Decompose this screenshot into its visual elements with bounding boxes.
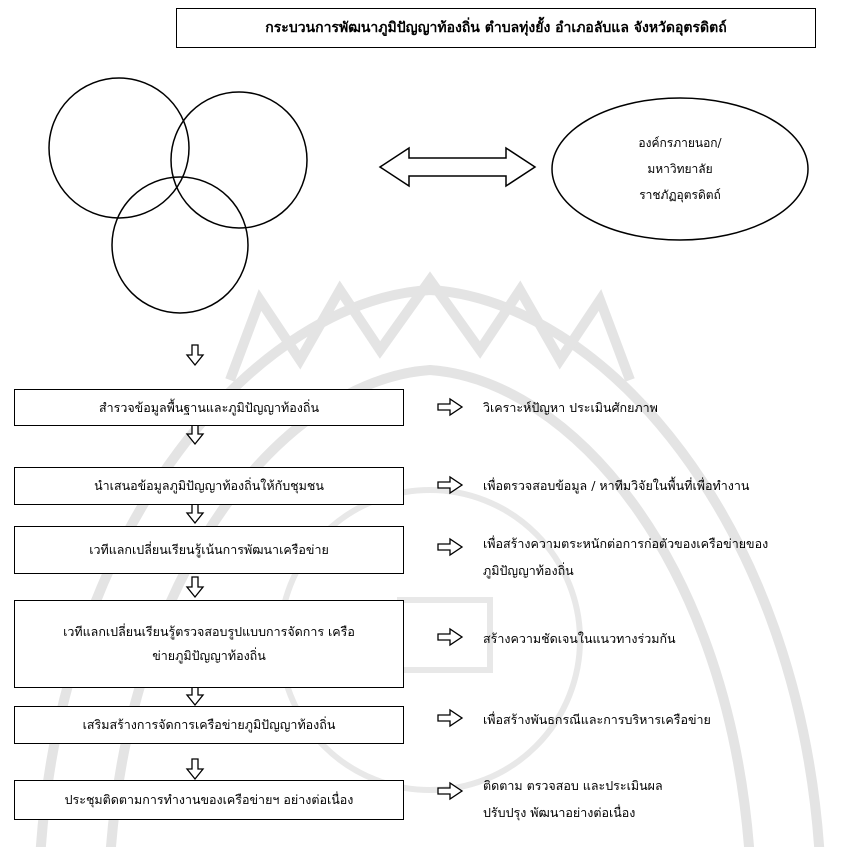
double-arrow-icon [378, 146, 537, 188]
right-arrow-icon [437, 538, 463, 556]
result-line: เพื่อตรวจสอบข้อมูล / หาทีมวิจัยในพื้นที่… [483, 478, 750, 493]
step-result: เพื่อสร้างความตระหนักต่อการก่อตัวของเครื… [483, 530, 853, 584]
partner-ellipse [551, 97, 809, 241]
step-result: เพื่อตรวจสอบข้อมูล / หาทีมวิจัยในพื้นที่… [483, 472, 853, 499]
step-box: นำเสนอข้อมูลภูมิปัญญาท้องถิ่นให้กับชุมชน [14, 467, 404, 505]
result-line: เพื่อสร้างความตระหนักต่อการก่อตัวของเครื… [483, 536, 769, 551]
venn-circle-bottom [111, 176, 249, 314]
step-box: เวทีแลกเปลี่ยนเรียนรู้ตรวจสอบรูปแบบการจั… [14, 600, 404, 688]
right-arrow-icon [437, 782, 463, 800]
result-line: ภูมิปัญญาท้องถิ่น [483, 563, 574, 578]
step-result: สร้างความชัดเจนในแนวทางร่วมกัน [483, 625, 853, 652]
step-result: ติดตาม ตรวจสอบ และประเมินผล ปรับปรุง พัฒ… [483, 772, 853, 826]
diagram-title: กระบวนการพัฒนาภูมิปัญญาท้องถิ่น ตำบลทุ่ง… [176, 8, 816, 48]
step-box: สำรวจข้อมูลพื้นฐานและภูมิปัญญาท้องถิ่น [14, 389, 404, 426]
result-line: สร้างความชัดเจนในแนวทางร่วมกัน [483, 631, 676, 646]
venn-circle-left [48, 77, 190, 219]
down-arrow-icon [186, 758, 204, 780]
step-box: เวทีแลกเปลี่ยนเรียนรู้เน้นการพัฒนาเครือข… [14, 526, 404, 574]
down-arrow-icon [186, 344, 204, 366]
step-result: วิเคราะห์ปัญหา ประเมินศักยภาพ [483, 394, 853, 421]
right-arrow-icon [437, 398, 463, 416]
down-arrow-icon [186, 684, 204, 706]
right-arrow-icon [437, 476, 463, 494]
partner-line: มหาวิทยาลัย [647, 162, 713, 176]
venn-circle-right [170, 91, 308, 229]
down-arrow-icon [186, 576, 204, 598]
step-result: เพื่อสร้างพันธกรณีและการบริหารเครือข่าย [483, 706, 853, 733]
partner-line: ราชภัฏอุตรดิตถ์ [639, 188, 721, 202]
partner-line: องค์กรภายนอก/ [638, 136, 722, 150]
result-line: เพื่อสร้างพันธกรณีและการบริหารเครือข่าย [483, 712, 711, 727]
result-line: ติดตาม ตรวจสอบ และประเมินผล [483, 778, 663, 793]
result-line: ปรับปรุง พัฒนาอย่างต่อเนื่อง [483, 805, 636, 820]
partner-label: องค์กรภายนอก/ มหาวิทยาลัย ราชภัฏอุตรดิตถ… [580, 130, 780, 208]
step-box: ประชุมติดตามการทำงานของเครือข่ายฯ อย่างต… [14, 780, 404, 820]
right-arrow-icon [437, 709, 463, 727]
right-arrow-icon [437, 628, 463, 646]
result-line: วิเคราะห์ปัญหา ประเมินศักยภาพ [483, 400, 658, 415]
step-box: เสริมสร้างการจัดการเครือข่ายภูมิปัญญาท้อ… [14, 706, 404, 744]
down-arrow-icon [186, 502, 204, 524]
down-arrow-icon [186, 423, 204, 445]
